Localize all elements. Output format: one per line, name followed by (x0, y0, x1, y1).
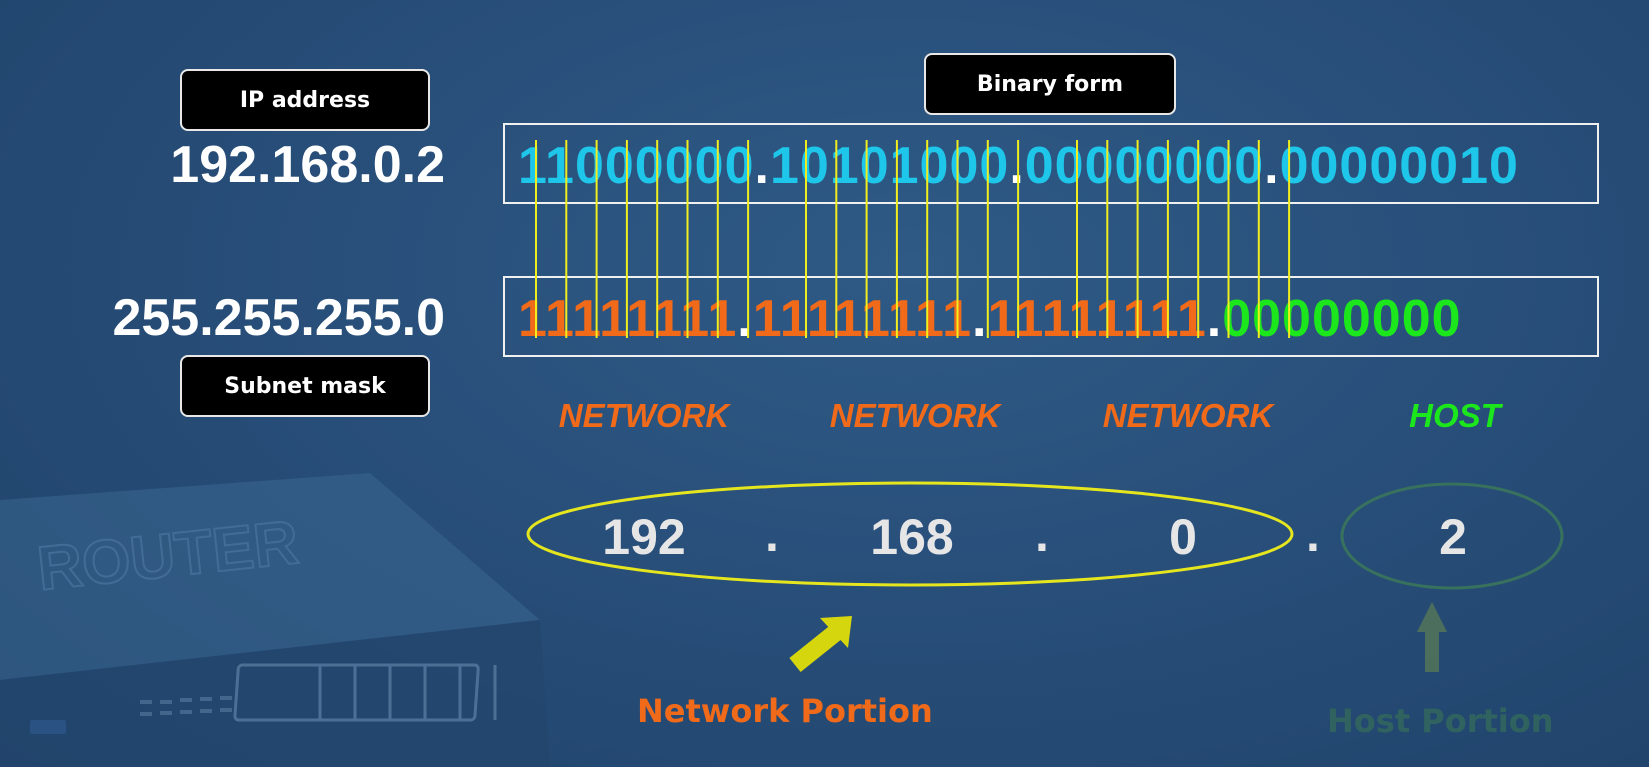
network-ellipse (526, 481, 1294, 587)
decimal-octet-4: 2 (1439, 509, 1467, 565)
decimal-octet-1: 192 (602, 509, 686, 565)
decimal-separator: . (1035, 506, 1049, 562)
host-portion-label: Host Portion (1327, 702, 1554, 740)
ip-octet-1-bits: 11000000 (518, 137, 755, 195)
subnet-mask-label: Subnet mask (180, 355, 430, 417)
mask-separator: . (1206, 290, 1223, 348)
decimal-octet-3: 0 (1169, 509, 1197, 565)
ip-octet-4-bits: 00000010 (1279, 137, 1519, 195)
decimal-separator: . (1306, 506, 1320, 562)
decimal-separator: . (765, 506, 779, 562)
ip-separator: . (1009, 137, 1025, 195)
segment-label-3: NETWORK (1102, 397, 1274, 434)
segment-label-2: NETWORK (829, 397, 1001, 434)
ip-octet-3-bits: 00000000 (1024, 137, 1265, 195)
ip-octet-2-bits: 10101000 (769, 137, 1010, 195)
subnet-mask-value: 255.255.255.0 (112, 289, 445, 347)
ip-separator: . (754, 137, 770, 195)
binary-form-label: Binary form (924, 53, 1176, 115)
ip-binary-box (503, 123, 1599, 204)
host-arrow-icon (1417, 602, 1447, 672)
network-portion-label: Network Portion (637, 692, 933, 730)
ip-separator: . (1264, 137, 1280, 195)
mask-octet-3-bits: 11111111 (987, 290, 1207, 348)
mask-binary-box (503, 276, 1599, 357)
segment-label-1: NETWORK (558, 397, 730, 434)
ip-address-value: 192.168.0.2 (170, 136, 445, 194)
mask-binary-row: 11111111.11111111.11111111.00000000 (518, 289, 1462, 349)
network-arrow-icon (789, 616, 852, 673)
mask-separator: . (972, 290, 988, 348)
mask-octet-2-bits: 11111111 (752, 290, 973, 348)
decimal-octet-2: 168 (870, 509, 954, 565)
ip-binary-row: 11000000.10101000.00000000.00000010 (518, 136, 1519, 196)
segment-label-4: HOST (1409, 397, 1501, 434)
mask-octet-4-bits: 00000000 (1222, 290, 1462, 348)
ip-address-label: IP address (180, 69, 430, 131)
host-ellipse (1340, 482, 1564, 590)
